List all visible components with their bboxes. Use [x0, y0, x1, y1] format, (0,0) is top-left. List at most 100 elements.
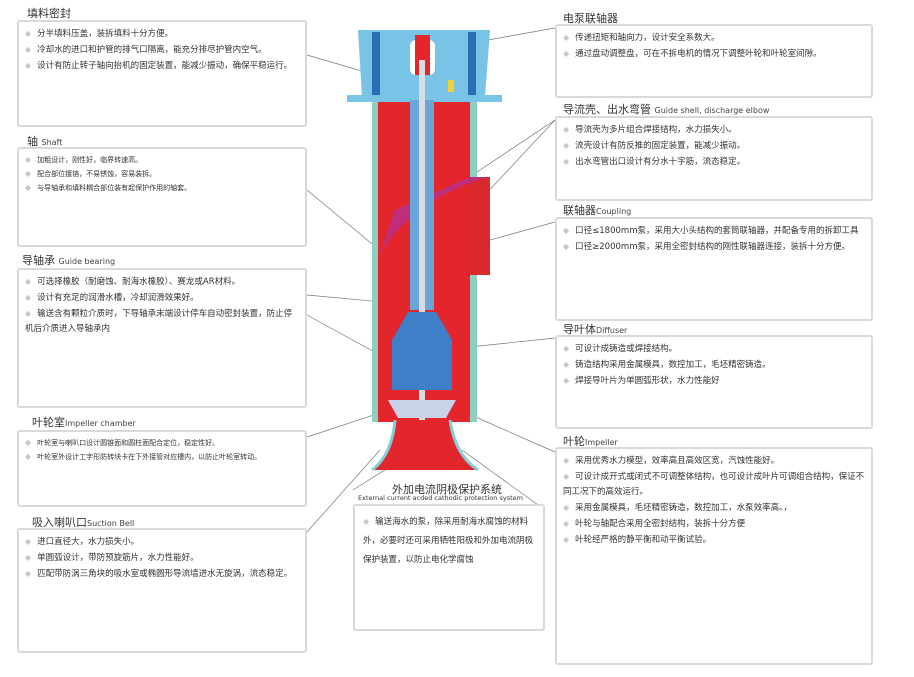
- bullet-text: 设计有充足的润滑水槽，冷却润滑效果好。: [37, 293, 199, 303]
- bullet-text: 可设计成铸造或焊接结构。: [575, 344, 678, 354]
- packing-seal-box: ◆分半填料压盖，装拆填料十分方便。◆冷却水的进口和护管的排气口隔离，能充分排尽护…: [17, 20, 307, 127]
- bullet-text: 分半填料压盖，装拆填料十分方便。: [37, 29, 174, 39]
- diamond-bullet-icon: ◆: [25, 169, 32, 178]
- impeller: [388, 400, 456, 418]
- bullet-item: ◆ 焊接导叶片为单圆弧形状，水力性能好: [563, 373, 865, 389]
- guide-shell-title: 导流壳、出水弯管 Guide shell, discharge elbow: [563, 103, 770, 116]
- bullet-item: ◆冷却水的进口和护管的排气口隔离，能充分排尽护管内空气。: [25, 42, 299, 58]
- diffuser-title: 导叶体Diffuser: [563, 323, 628, 336]
- bullet-text: 口径≥2000mm泵，采用全密封结构的刚性联轴器连接，装拆十分方便。: [575, 242, 850, 252]
- bullet-item: ◆ 叶轮与轴配合采用全密封结构，装拆十分方便: [563, 516, 865, 532]
- coupling-box: ◆口径≤1800mm泵，采用大小头结构的套筒联轴器，并配备专用的拆卸工具◆口径≥…: [555, 217, 873, 321]
- cathodic-subtitle: External current acded cathodic protecti…: [358, 494, 523, 502]
- suction-bell: [372, 420, 478, 470]
- diamond-bullet-icon: ◆: [563, 242, 570, 251]
- bullet-item: ◆传递扭矩和轴向力，设计安全系数大。: [563, 30, 865, 46]
- bullet-item: ◆ 叶轮室外设计工字形防转块卡在下外接管对应槽内，以防止叶轮室转动。: [25, 450, 299, 464]
- bullet-item: ◆ 设计有防止转子轴向抬机的固定装置，能减少振动，确保平稳运行。: [25, 58, 299, 74]
- diamond-bullet-icon: ◆: [25, 452, 32, 461]
- bullet-text: 配合部位镀铬，不易锈蚀，容易装拆。: [37, 170, 157, 178]
- diffuser-box: ◆ 可设计成铸造或焊接结构。 ◆ 铸造结构采用金属模具，数控加工，毛坯精密铸造。 ◆ 焊接…: [555, 335, 873, 429]
- bullet-item: ◆ 流壳设计有防反推的固定装置，能减少振动。: [563, 138, 865, 154]
- bullet-item: ◆ 导流壳为多片组合焊接结构，水力损失小。: [563, 122, 865, 138]
- diamond-bullet-icon: ◆: [563, 376, 570, 385]
- diamond-bullet-icon: ◆: [25, 537, 32, 546]
- bullet-item: ◆可设计成开式或闭式不可调整体结构，也可设计成叶片可调组合结构，保证不同工况下的…: [563, 469, 865, 500]
- diamond-bullet-icon: ◆: [563, 503, 570, 512]
- guide-bearing-title: 导轴承 Guide bearing: [22, 254, 116, 267]
- bullet-text: 加粗设计，刚性好，临界转速高。: [37, 156, 143, 164]
- bullet-item: ◆ 单圆弧设计，带防预旋筋片，水力性能好。: [25, 550, 299, 566]
- diamond-bullet-icon: ◆: [563, 344, 570, 353]
- bullet-text: 叶轮室与喇叭口设计圆锥面和圆柱面配合定位，稳定性好。: [37, 439, 220, 447]
- bullet-text: 焊接导叶片为单圆弧形状，水力性能好: [575, 376, 720, 386]
- bullet-item: ◆ 加粗设计，刚性好，临界转速高。: [25, 153, 299, 167]
- bullet-text: 通过盘动调整盘，可在不拆电机的情况下调整叶轮和叶轮室间隙。: [575, 49, 822, 59]
- shaft: [419, 60, 425, 420]
- bullet-item: ◆匹配带防涡三角块的吸水室或椭圆形导流墙进水无旋涡，流态稳定。: [25, 566, 299, 582]
- bullet-text: 叶轮室外设计工字形防转块卡在下外接管对应槽内，以防止叶轮室转动。: [37, 453, 262, 461]
- bullet-text: 单圆弧设计，带防预旋筋片，水力性能好。: [37, 553, 199, 563]
- cathodic-title: 外加电流阴极保护系统: [392, 483, 502, 496]
- diamond-bullet-icon: ◆: [25, 553, 32, 562]
- diamond-bullet-icon: ◆: [563, 157, 570, 166]
- bullet-text: 铸造结构采用金属模具，数控加工，毛坯精密铸造。: [575, 360, 771, 370]
- suction-bell-box: ◆ 进口直径大，水力损失小。 ◆ 单圆弧设计，带防预旋筋片，水力性能好。 ◆匹配带防涡三…: [17, 528, 307, 653]
- cathodic-box: ◆输送海水的泵，除采用耐海水腐蚀的材料外，必要时还可采用牺牲阳极和外加电流阴极保…: [353, 504, 545, 631]
- shaft-title: 轴 Shaft: [27, 135, 63, 148]
- bullet-text: 可设计成开式或闭式不可调整体结构，也可设计成叶片可调组合结构，保证不同工况下的高…: [563, 472, 865, 497]
- packing-seal-title: 填料密封: [27, 7, 71, 20]
- bullet-text: 进口直径大，水力损失小。: [37, 537, 140, 547]
- bullet-text: 匹配带防涡三角块的吸水室或椭圆形导流墙进水无旋涡，流态稳定。: [37, 569, 293, 579]
- motor-coupling-box: ◆传递扭矩和轴向力，设计安全系数大。 ◆ 通过盘动调整盘，可在不拆电机的情况下调整叶…: [555, 24, 873, 98]
- diamond-bullet-icon: ◆: [25, 29, 32, 38]
- diamond-bullet-icon: ◆: [563, 141, 570, 150]
- bullet-item: ◆ 进口直径大，水力损失小。: [25, 534, 299, 550]
- bullet-text: 输送海水的泵，除采用耐海水腐蚀的材料外，必要时还可采用牺牲阳极和外加电流阴极保护…: [363, 517, 534, 565]
- diamond-bullet-icon: ◆: [563, 519, 570, 528]
- diamond-bullet-icon: ◆: [363, 517, 370, 526]
- bullet-item: ◆可选择橡胶（耐磨蚀、耐海水橡胶）、赛龙或AR材料。: [25, 274, 299, 290]
- bullet-item: ◆ 与导轴承和填料耦合部位装有起保护作用的轴套。: [25, 181, 299, 195]
- bullet-item: ◆ 叶轮室与喇叭口设计圆锥面和圆柱面配合定位，稳定性好。: [25, 436, 299, 450]
- bullet-text: 叶轮与轴配合采用全密封结构，装拆十分方便: [575, 519, 746, 529]
- discharge-elbow: [470, 177, 490, 275]
- diamond-bullet-icon: ◆: [563, 456, 570, 465]
- coupling-title: 联轴器Coupling: [563, 204, 632, 217]
- bullet-text: 与导轴承和填料耦合部位装有起保护作用的轴套。: [37, 184, 192, 192]
- bullet-item: ◆采用优秀水力模型，效率高且高效区宽，汽蚀性能好。: [563, 453, 865, 469]
- shaft-box: ◆ 加粗设计，刚性好，临界转速高。 ◆ 配合部位镀铬，不易锈蚀，容易装拆。 ◆ 与导轴承和…: [17, 147, 307, 247]
- bullet-item: ◆输送海水的泵，除采用耐海水腐蚀的材料外，必要时还可采用牺牲阳极和外加电流阴极保…: [363, 512, 535, 570]
- suction-bell-title: 吸入喇叭口Suction Bell: [32, 516, 135, 529]
- diamond-bullet-icon: ◆: [25, 155, 32, 164]
- bullet-text: 流壳设计有防反推的固定装置，能减少振动。: [575, 141, 746, 151]
- bullet-text: 传递扭矩和轴向力，设计安全系数大。: [575, 33, 720, 43]
- bullet-text: 导流壳为多片组合焊接结构，水力损失小。: [575, 125, 737, 135]
- impeller-chamber-box: ◆ 叶轮室与喇叭口设计圆锥面和圆柱面配合定位，稳定性好。 ◆ 叶轮室外设计工字形防转块…: [17, 430, 307, 507]
- bullet-text: 输送含有颗粒介质时，下导轴承末端设计停车自动密封装置，防止停机后介质进入导轴承内: [25, 309, 293, 334]
- bullet-item: ◆ 铸造结构采用金属模具，数控加工，毛坯精密铸造。: [563, 357, 865, 373]
- bullet-text: 叶轮经严格的静平衡和动平衡试验。: [575, 535, 712, 545]
- bullet-text: 设计有防止转子轴向抬机的固定装置，能减少振动，确保平稳运行。: [37, 61, 293, 71]
- bullet-item: ◆ 分半填料压盖，装拆填料十分方便。: [25, 26, 299, 42]
- diamond-bullet-icon: ◆: [25, 438, 32, 447]
- diamond-bullet-icon: ◆: [563, 125, 570, 134]
- diamond-bullet-icon: ◆: [563, 49, 570, 58]
- bullet-item: ◆ 通过盘动调整盘，可在不拆电机的情况下调整叶轮和叶轮室间隙。: [563, 46, 865, 62]
- diamond-bullet-icon: ◆: [25, 61, 32, 70]
- diamond-bullet-icon: ◆: [563, 360, 570, 369]
- bullet-text: 可选择橡胶（耐磨蚀、耐海水橡胶）、赛龙或AR材料。: [37, 277, 241, 287]
- bullet-text: 冷却水的进口和护管的排气口隔离，能充分排尽护管内空气。: [37, 45, 267, 55]
- motor-coupling-title: 电泵联轴器: [563, 12, 618, 25]
- bullet-item: ◆ 口径≥2000mm泵，采用全密封结构的刚性联轴器连接，装拆十分方便。: [563, 239, 865, 255]
- impeller-chamber-title: 叶轮室Impeller chamber: [32, 416, 136, 429]
- bullet-item: ◆出水弯管出口设计有分水十字筋，流态稳定。: [563, 154, 865, 170]
- bullet-text: 采用金属模具，毛坯精密铸造，数控加工，水泵效率高。，: [575, 503, 792, 513]
- guide-bearing-box: ◆可选择橡胶（耐磨蚀、耐海水橡胶）、赛龙或AR材料。◆设计有充足的润滑水槽，冷却…: [17, 268, 307, 408]
- bullet-item: ◆输送含有颗粒介质时，下导轴承末端设计停车自动密封装置，防止停机后介质进入导轴承…: [25, 306, 299, 337]
- diamond-bullet-icon: ◆: [25, 183, 32, 192]
- diamond-bullet-icon: ◆: [563, 472, 570, 481]
- motor-coupling: [415, 35, 430, 75]
- impeller-box: ◆采用优秀水力模型，效率高且高效区宽，汽蚀性能好。◆可设计成开式或闭式不可调整体…: [555, 447, 873, 665]
